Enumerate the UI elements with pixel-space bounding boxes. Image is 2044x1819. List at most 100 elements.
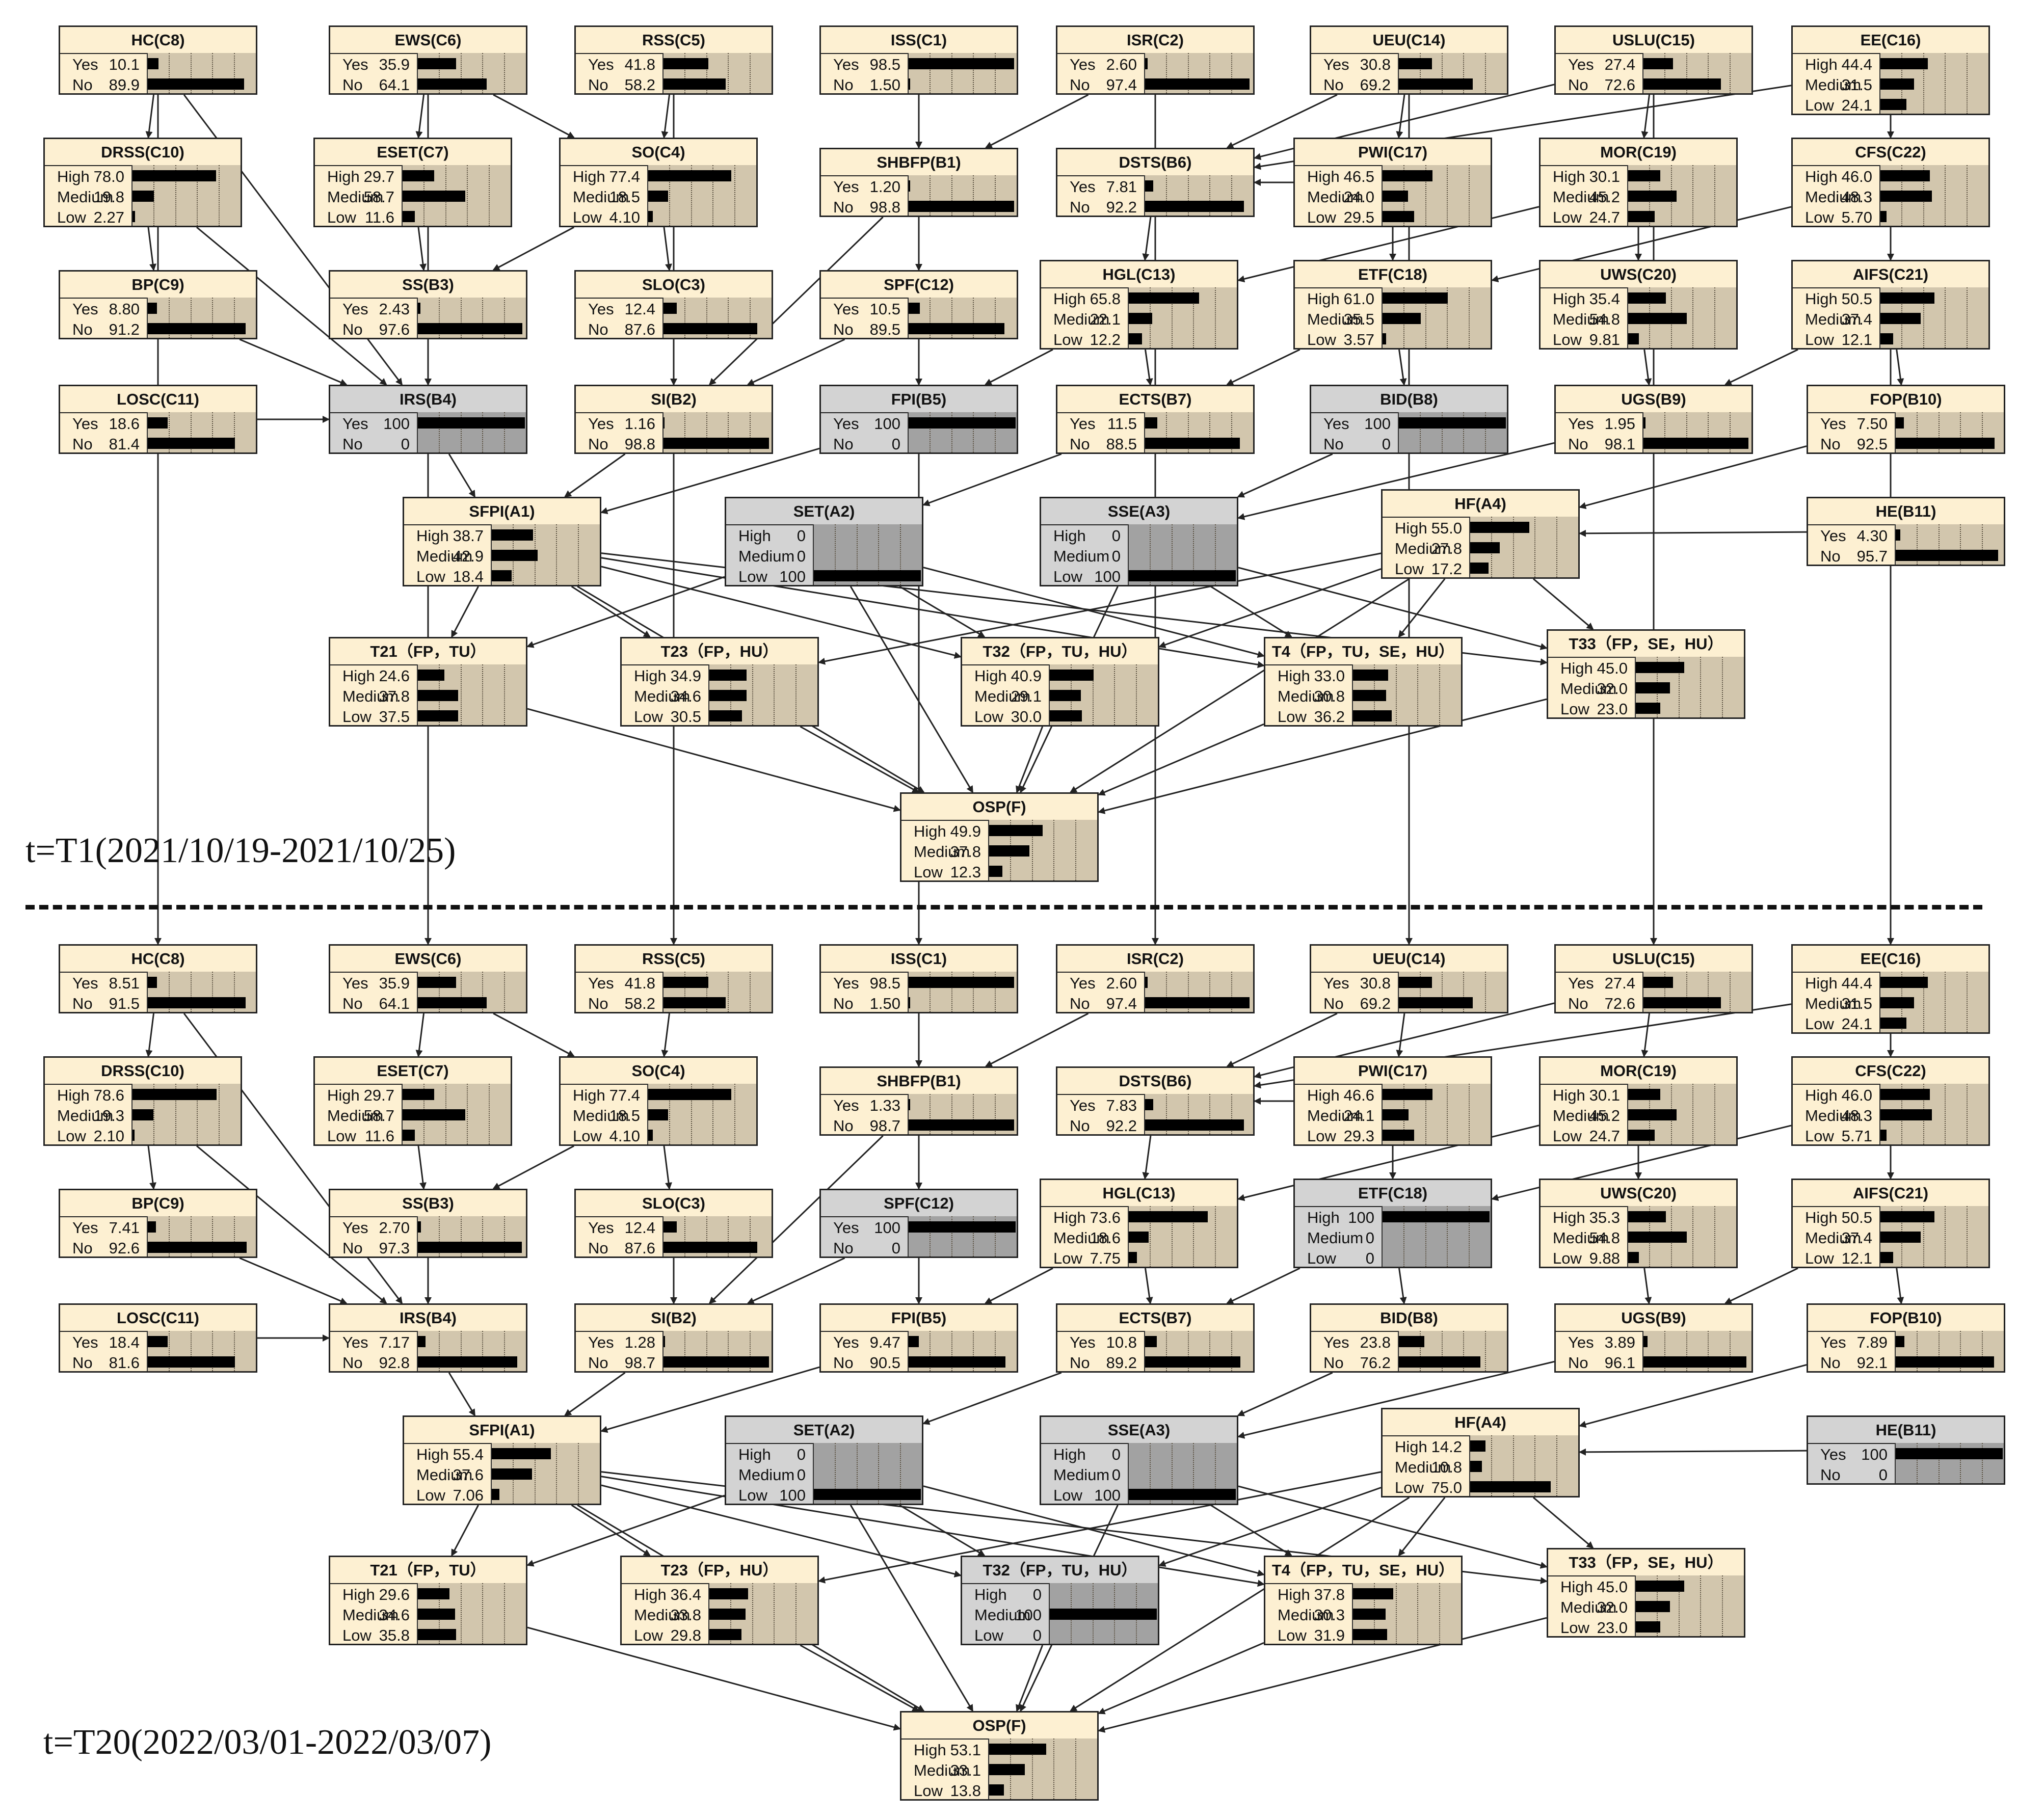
node-sse-a3-t2: SSE(A3) High 0 Medium 0 Low 100 (1040, 1415, 1238, 1505)
state-label: High (1053, 527, 1086, 545)
node-ee-c16-t1: EE(C16) High 44.4 Medium 31.5 Low 24.1 (1791, 25, 1990, 115)
probability-bar (1383, 1211, 1490, 1222)
state-row: High 30.1 (1541, 166, 1736, 186)
state-value: 37.4 (1841, 310, 1872, 328)
state-label: No (72, 1239, 93, 1257)
node-title: AIFS(C21) (1793, 1180, 1988, 1207)
edge-drss-c10-to-irs-b4 (196, 1145, 387, 1304)
state-label: Yes (342, 1333, 368, 1351)
probability-bar (1145, 180, 1154, 192)
probability-bar (132, 1130, 135, 1141)
edge-so-c4-to-ss-b3 (492, 1145, 574, 1190)
state-label: No (1820, 1354, 1841, 1372)
state-row: High 46.0 (1793, 166, 1988, 186)
state-row: Yes 1.16 (576, 413, 772, 434)
state-label: Yes (1568, 1333, 1594, 1351)
edge-si-b2-to-sfpi-a1 (564, 1372, 626, 1416)
edge-spf-c12-to-si-b2 (747, 338, 845, 386)
state-row: No 98.8 (576, 434, 772, 454)
probability-bar (663, 997, 726, 1008)
state-row: Low 12.3 (901, 862, 1097, 882)
state-row: Medium 31.5 (1793, 993, 1988, 1013)
node-title: SHBFP(B1) (821, 149, 1017, 176)
state-value: 31.9 (1314, 1626, 1345, 1644)
state-label: Medium (1805, 310, 1862, 328)
state-value: 30.1 (1589, 168, 1620, 185)
edge-uslu-c15-to-mor-c19 (1641, 1013, 1650, 1057)
state-label: Yes (1323, 56, 1349, 73)
state-label: Medium (416, 547, 473, 565)
edge-sfpi-a1-to-t23-fp-hu (571, 1504, 651, 1557)
probability-bar (1636, 1581, 1684, 1592)
probability-bar (1383, 313, 1421, 324)
state-row: No 58.2 (576, 993, 772, 1013)
state-value: 46.0 (1841, 168, 1872, 185)
state-label: No (1820, 1466, 1841, 1484)
probability-bar (909, 1356, 1006, 1368)
state-label: Yes (342, 415, 368, 433)
state-label: Low (327, 1127, 356, 1145)
edge-irs-b4-to-sfpi-a1 (448, 1372, 476, 1416)
node-title: USLU(C15) (1556, 27, 1751, 54)
edge-ueu-c14-to-dsts-b6 (1226, 94, 1338, 149)
probability-bar (709, 1629, 741, 1640)
state-row: Low 100 (726, 566, 922, 586)
probability-bar (492, 1468, 532, 1480)
state-row: No 89.9 (60, 74, 256, 95)
edge-aifs-c21-to-ugs-b9 (1724, 349, 1798, 386)
edge-ects-b7-to-set-a2 (922, 1372, 1062, 1425)
state-value: 23.0 (1597, 1619, 1628, 1637)
state-label: Medium (1805, 995, 1862, 1012)
probability-bar (132, 1089, 217, 1100)
node-title: BID(B8) (1311, 386, 1507, 413)
state-label: High (1553, 1209, 1585, 1226)
state-label: No (342, 1354, 363, 1372)
state-value: 61.0 (1343, 290, 1374, 308)
node-title: SHBFP(B1) (821, 1068, 1017, 1095)
state-label: Low (1053, 1249, 1082, 1267)
node-etf-c18-t2: ETF(C18) High 100 Medium 0 Low 0 (1293, 1179, 1492, 1268)
state-value: 1.20 (869, 178, 900, 196)
state-value: 91.5 (109, 995, 140, 1012)
edge-set-a2-to-osp-f (850, 1505, 974, 1712)
state-row: Yes 27.4 (1556, 54, 1751, 74)
node-pwi-c17-t1: PWI(C17) High 46.5 Medium 24.0 Low 29.5 (1293, 138, 1492, 227)
state-value: 18.6 (109, 415, 140, 433)
node-title: SO(C4) (561, 139, 756, 166)
probability-bar (403, 1109, 466, 1120)
state-label: Low (1805, 96, 1834, 114)
node-dsts-b6-t2: DSTS(B6) Yes 7.83 No 92.2 (1056, 1066, 1255, 1136)
probability-bar (1643, 417, 1646, 429)
state-row: High 53.1 (901, 1740, 1097, 1760)
state-row: Medium 10.8 (1383, 1457, 1578, 1477)
probability-bar (909, 1119, 1015, 1131)
state-value: 17.2 (1431, 560, 1462, 578)
node-osp-f-t2: OSP(F) High 53.1 Medium 33.1 Low 13.8 (900, 1711, 1099, 1801)
state-row: Yes 11.5 (1057, 413, 1253, 434)
probability-bar (1129, 1232, 1149, 1243)
state-row: Yes 8.80 (60, 299, 256, 319)
node-t23-fp-hu-t1: T23（FP，HU） High 34.9 Medium 34.6 Low 30.… (620, 637, 819, 727)
state-value: 24.1 (1841, 1015, 1872, 1033)
node-hf-a4-t2: HF(A4) High 14.2 Medium 10.8 Low 75.0 (1381, 1408, 1580, 1497)
node-sfpi-a1-t1: SFPI(A1) High 38.7 Medium 42.9 Low 18.4 (403, 497, 601, 586)
state-value: 98.7 (624, 1354, 655, 1372)
state-value: 4.30 (1856, 527, 1888, 545)
state-label: Yes (833, 178, 859, 196)
state-value: 100 (1094, 568, 1121, 585)
node-so-c4-t2: SO(C4) High 77.4 Medium 18.5 Low 4.10 (559, 1056, 758, 1146)
state-row: Yes 35.9 (330, 54, 526, 74)
state-value: 3.57 (1343, 331, 1374, 349)
node-uws-c20-t1: UWS(C20) High 35.4 Medium 54.8 Low 9.81 (1539, 260, 1738, 350)
edge-ews-c6-to-so-c4 (493, 1012, 575, 1057)
probability-bar (1383, 1109, 1409, 1120)
edge-set-a2-to-t32-fp-tu-hu (899, 1504, 986, 1557)
state-value: 8.51 (109, 974, 140, 992)
state-value: 7.75 (1090, 1249, 1121, 1267)
state-value: 32.0 (1597, 1598, 1628, 1616)
state-label: Low (57, 1127, 86, 1145)
probability-bar (663, 303, 677, 314)
state-row: Yes 1.20 (821, 176, 1017, 197)
state-value: 12.4 (624, 300, 655, 318)
